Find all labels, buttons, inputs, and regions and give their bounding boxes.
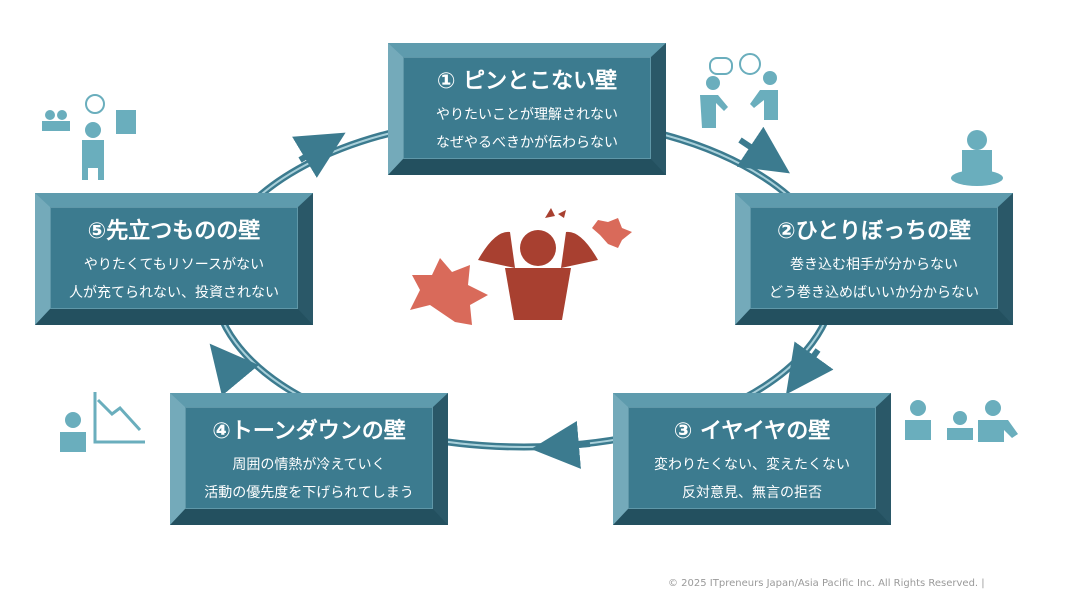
arrow-4-5 <box>209 343 259 396</box>
wall-box-4: ④トーンダウンの壁 周囲の情熱が冷えていく 活動の優先度を下げられてしまう <box>170 393 448 525</box>
wall-description: やりたくてもリソースがない <box>83 257 265 273</box>
wall-title: ① ピンとこない壁 <box>436 69 618 94</box>
frustrated-person-icon <box>410 208 632 325</box>
resistant-people-icon <box>905 400 1018 442</box>
arrow-5-1 <box>292 132 346 178</box>
wall-description: 活動の優先度を下げられてしまう <box>204 485 414 501</box>
wall-description: なぜやるべきかが伝わらない <box>436 135 618 151</box>
wall-description: 巻き込む相手が分からない <box>790 257 958 273</box>
declining-chart-person-icon <box>60 392 145 452</box>
wall-title: ④トーンダウンの壁 <box>212 419 406 444</box>
wall-title: ③ イヤイヤの壁 <box>673 419 831 444</box>
resources-person-icon <box>42 94 136 180</box>
wall-title: ⑤先立つものの壁 <box>87 219 261 244</box>
wall-description: どう巻き込めばいいか分からない <box>769 285 979 301</box>
arrow-1-2 <box>736 126 790 174</box>
copyright: © 2025 ITpreneurs Japan/Asia Pacific Inc… <box>668 578 985 589</box>
wall-box-3: ③ イヤイヤの壁 変わりたくない、変えたくない 反対意見、無言の拒否 <box>613 393 891 525</box>
arrow-3-4 <box>531 421 591 469</box>
wall-description: 反対意見、無言の拒否 <box>682 485 822 501</box>
wall-title: ②ひとりぼっちの壁 <box>777 219 971 244</box>
wall-description: 人が充てられない、投資されない <box>69 285 279 301</box>
lonely-person-icon <box>951 130 1003 186</box>
wall-description: やりたいことが理解されない <box>436 107 618 123</box>
wall-box-2: ②ひとりぼっちの壁 巻き込む相手が分からない どう巻き込めばいいか分からない <box>735 193 1013 325</box>
wall-box-1: ① ピンとこない壁 やりたいことが理解されない なぜやるべきかが伝わらない <box>388 43 666 175</box>
wall-description: 周囲の情熱が冷えていく <box>232 457 386 473</box>
wall-box-5: ⑤先立つものの壁 やりたくてもリソースがない 人が充てられない、投資されない <box>35 193 313 325</box>
discussion-people-icon <box>700 53 778 128</box>
wall-description: 変わりたくない、変えたくない <box>654 457 850 473</box>
arrow-2-3 <box>785 341 834 395</box>
